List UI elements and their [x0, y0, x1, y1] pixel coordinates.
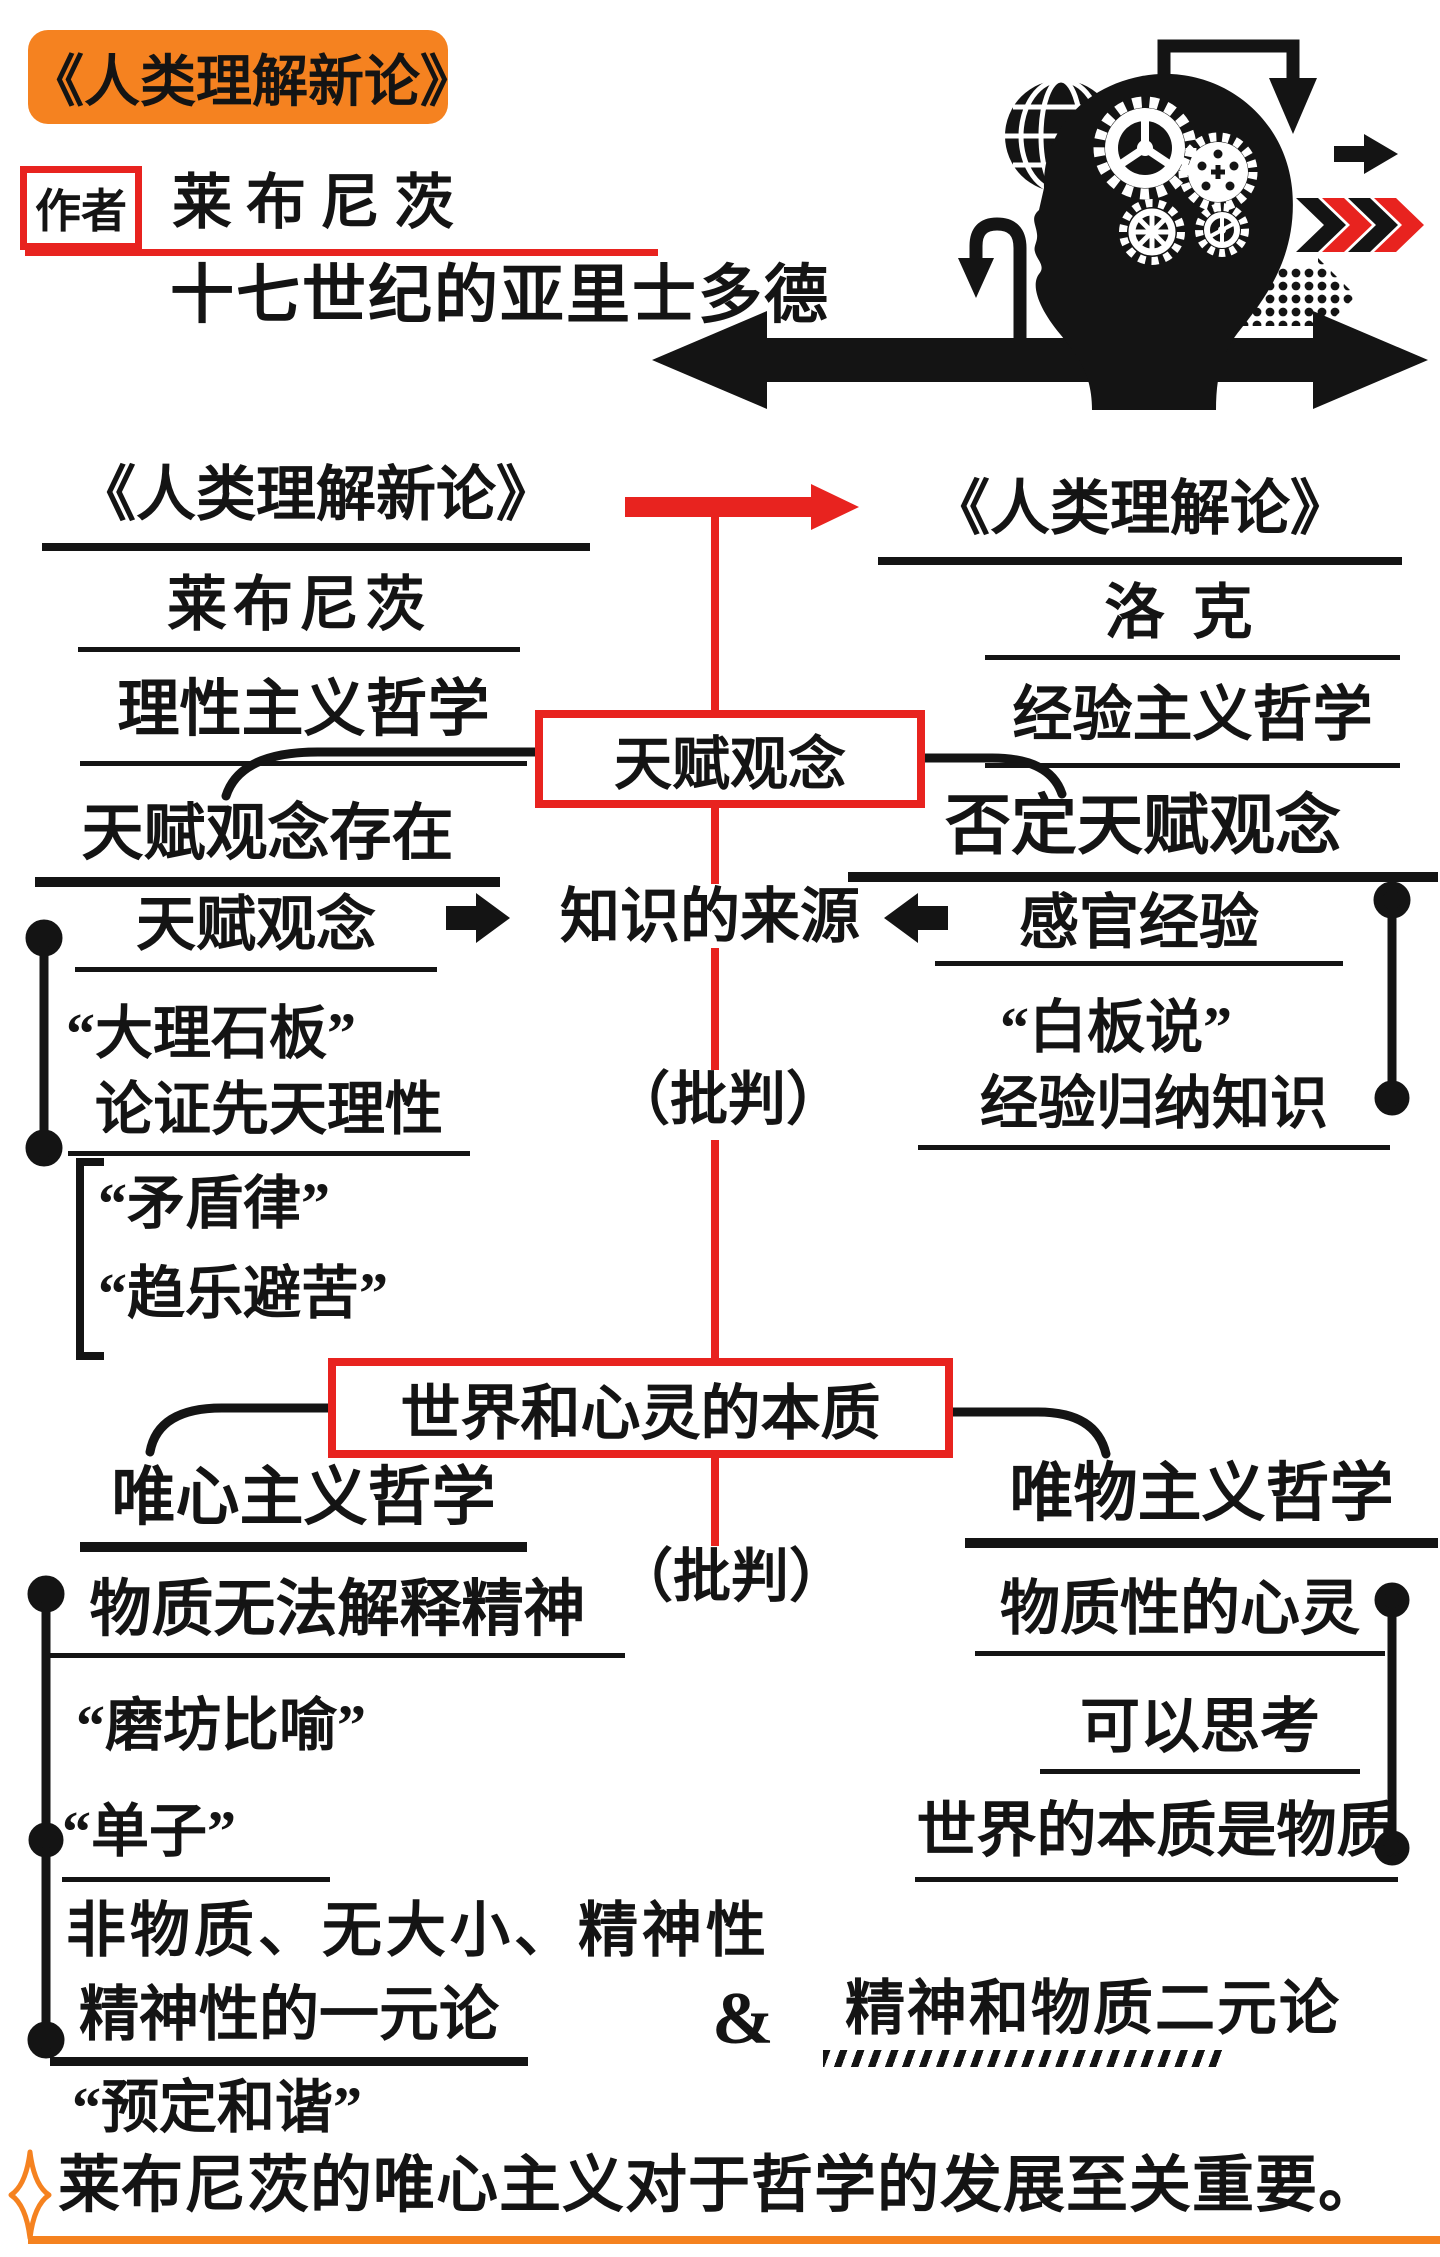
- gear-icon: [1093, 96, 1197, 200]
- principle-item: “趋乐避苦”: [98, 1261, 389, 1326]
- left-book-school: 理性主义哲学: [80, 676, 527, 767]
- red-spine-segment: [711, 808, 719, 884]
- leibniz-argument: 论证先天理性: [68, 1077, 470, 1156]
- critique-note: （批判）: [612, 1067, 845, 1132]
- locke-basis: 感官经验: [935, 890, 1343, 967]
- author-red-underline: [25, 249, 658, 256]
- materialism-claim: 物质性的心灵: [975, 1576, 1385, 1657]
- idealism-claim: 物质无法解释精神: [50, 1576, 625, 1659]
- locke-metaphor: “白板说”: [1000, 995, 1233, 1060]
- critique-note: （批判）: [615, 1544, 848, 1609]
- red-spine-segment: [711, 948, 719, 1070]
- locke-argument: 经验归纳知识: [918, 1071, 1390, 1150]
- conclusion-text: 莱布尼茨的唯心主义对于哲学的发展至关重要。: [58, 2152, 1382, 2220]
- mill-metaphor: “磨坊比喻”: [76, 1693, 367, 1758]
- red-spine-segment: [711, 514, 719, 710]
- monad-description: 非物质、无大小、精神性: [66, 1898, 770, 1964]
- dotted-arrow-icon: [1240, 258, 1356, 334]
- idealism-doctrine: 精神性的一元论: [50, 1982, 528, 2067]
- brace-curve-left: [145, 1403, 335, 1457]
- leibniz-basis: 天赋观念: [75, 892, 437, 973]
- right-book-title: 《人类理解论》: [878, 476, 1402, 566]
- small-right-arrow-icon: [1334, 134, 1398, 174]
- materialism-world: 世界的本质是物质: [915, 1798, 1398, 1883]
- brace-curve-right: [948, 1407, 1111, 1459]
- hook-arrow-icon: [958, 217, 1027, 352]
- banner-arrows-icon: [652, 311, 1428, 409]
- page-title: 《人类理解新论》: [28, 30, 476, 124]
- idealism-heading: 唯心主义哲学: [80, 1462, 527, 1552]
- principle-item: “矛盾律”: [98, 1171, 331, 1236]
- materialism-heading: 唯物主义哲学: [965, 1458, 1438, 1548]
- left-book-title: 《人类理解新论》: [42, 462, 590, 552]
- thinking-head-illustration: [652, 39, 1428, 410]
- red-spine-segment: [711, 1458, 719, 1546]
- materialism-doctrine: 精神和物质二元论: [845, 1976, 1341, 2042]
- ampersand: &: [712, 1978, 774, 2060]
- left-book-author: 莱布尼茨: [78, 572, 520, 653]
- author-epithet: 十七世纪的亚里士多德: [170, 260, 830, 331]
- gear-icon: [1178, 132, 1258, 212]
- harmony-concept: “预定和谐”: [72, 2075, 363, 2140]
- right-book-school: 经验主义哲学: [985, 682, 1400, 769]
- topic-box-essence: 世界和心灵的本质: [328, 1358, 953, 1458]
- right-arrow-icon: [446, 893, 510, 943]
- dashed-underline: [823, 2050, 1223, 2067]
- red-spine-segment: [711, 1140, 719, 1358]
- gear-icon: [1119, 199, 1185, 265]
- chevrons-icon: [1296, 198, 1424, 252]
- right-book-author: 洛克: [985, 580, 1400, 661]
- gear-icon: [1195, 203, 1249, 257]
- monad-concept: “单子”: [62, 1799, 330, 1882]
- author-label: 作者: [20, 166, 142, 250]
- banner-arrow-right-icon: [1313, 311, 1428, 409]
- banner-arrow-left-icon: [652, 311, 767, 409]
- leibniz-metaphor: “大理石板”: [66, 1001, 357, 1066]
- locke-stance: 否定天赋观念: [848, 790, 1438, 882]
- leibniz-stance: 天赋观念存在: [35, 800, 500, 888]
- materialism-ability: 可以思考: [1040, 1694, 1360, 1775]
- conclusion-orange-underline: [28, 2236, 1440, 2244]
- red-arrow-icon: [625, 484, 859, 530]
- knowledge-source: 知识的来源: [560, 884, 860, 950]
- author-name: 莱布尼茨: [172, 170, 468, 236]
- star-icon: [8, 2149, 52, 2241]
- topic-box-innate-ideas: 天赋观念: [535, 710, 925, 808]
- side-bracket: [25, 919, 63, 1167]
